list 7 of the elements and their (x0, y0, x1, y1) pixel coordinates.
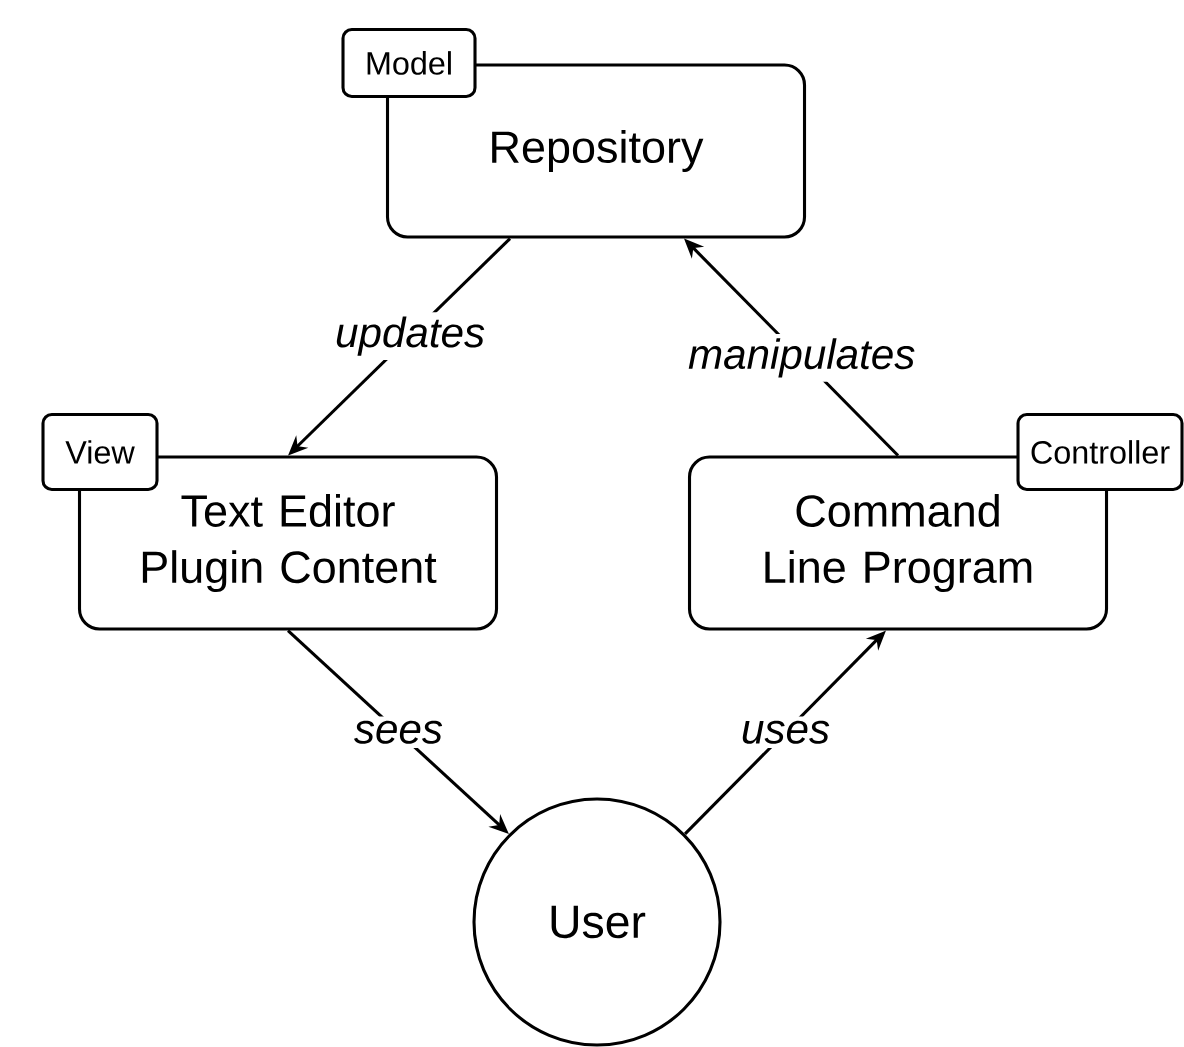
edge-label: updates (330, 312, 490, 361)
edge-label: uses (736, 716, 835, 748)
edge-label: sees (349, 716, 448, 748)
role-tag: Controller (1016, 412, 1184, 492)
role-tag: View (41, 412, 159, 492)
edge-label: manipulates (683, 334, 920, 382)
role-tag: Model (341, 27, 477, 99)
